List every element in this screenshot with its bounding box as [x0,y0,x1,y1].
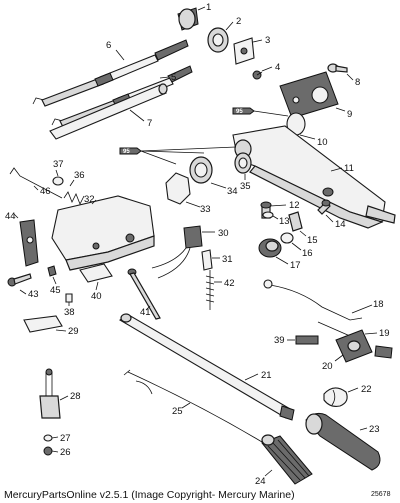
part-28-switch-housing [39,368,61,419]
label-14: 14 [335,219,346,230]
label-42: 42 [224,278,235,289]
label-45: 45 [50,285,61,296]
part-41-long-bolt [127,268,161,320]
lubricant-tag-lower: 95 [119,146,237,165]
label-13: 13 [279,216,290,227]
part-17-knob [258,238,282,258]
label-33: 33 [200,204,211,215]
part-21-shaft [119,313,295,421]
label-41: 41 [140,307,151,318]
part-2-bearing [207,27,229,53]
label-44: 44 [5,211,16,222]
part-46-link-rod [9,167,63,199]
label-15: 15 [307,235,318,246]
label-25: 25 [172,406,183,417]
label-27: 27 [60,433,71,444]
part-42-spring [205,270,215,310]
part-20-switch [335,329,373,363]
part-36-spring [63,191,85,205]
label-30: 30 [218,228,229,239]
part-39-tube [295,335,319,345]
part-16-ring [280,232,294,244]
part-34-bushing [189,156,213,184]
label-7: 7 [147,118,152,129]
label-40: 40 [91,291,102,302]
label-6: 6 [106,40,111,51]
label-24: 24 [255,476,266,487]
part-37-clip [52,176,64,186]
part-38-pin [65,293,73,303]
label-8: 8 [355,77,360,88]
copyright-footer: MercuryPartsOnline v2.5.1 (Image Copyrig… [4,489,295,501]
label-38: 38 [64,307,75,318]
label-4: 4 [275,62,280,73]
part-8-bolt [327,63,348,73]
label-5: 5 [171,72,176,83]
part-14-bolt [317,199,331,215]
part-22-grommet [323,387,348,407]
lubricant-tag-lower-text: 95 [123,149,130,155]
label-1: 1 [206,2,211,13]
label-9: 9 [347,109,352,120]
label-36: 36 [74,170,85,181]
part-24-throttle-grip [261,434,313,485]
label-39: 39 [274,335,285,346]
label-43: 43 [28,289,39,300]
part-1-collar [177,7,199,31]
label-11: 11 [344,163,354,174]
part-11-tiller-arm [232,125,396,229]
part-40-plate [79,263,113,283]
part-25-cable [123,369,263,443]
part-27-washer [43,434,53,442]
label-16: 16 [302,248,313,259]
part-13-washer [262,211,274,219]
label-21: 21 [261,370,272,381]
label-20: 20 [322,361,333,372]
label-23: 23 [369,424,380,435]
label-31: 31 [222,254,233,265]
part-29-bracket [23,315,63,333]
lubricant-tag-upper: 95 [232,107,289,117]
part-26-nut [43,446,53,456]
label-26: 26 [60,447,71,458]
part-7-rod [49,83,168,140]
label-10: 10 [317,137,328,148]
part-33-gasket [165,172,191,205]
label-19: 19 [379,328,390,339]
label-22: 22 [361,384,372,395]
label-12: 12 [289,200,300,211]
label-29: 29 [68,326,79,337]
part-43-bolt [7,273,32,287]
part-45-pin [47,265,57,277]
lubricant-tag-upper-text: 95 [236,109,243,115]
label-3: 3 [265,35,270,46]
part-18-wire-harness [263,279,363,321]
label-34: 34 [227,186,238,197]
part-19-lanyard [317,321,393,359]
part-32-swivel-bracket [51,195,155,271]
part-23-grip [305,412,381,471]
part-35-bearing [234,152,252,174]
label-37: 37 [53,159,64,170]
part-31-clip [201,249,213,271]
part-9-cover [279,71,339,119]
part-4-screw [252,70,263,80]
label-17: 17 [290,260,301,271]
part-44-lever [19,219,39,267]
label-35: 35 [240,181,251,192]
drawing-number: 25678 [371,491,391,498]
label-32: 32 [84,194,95,205]
label-18: 18 [373,299,384,310]
label-28: 28 [70,391,81,402]
part-30-switch-body [151,225,203,279]
part-15-bracket [288,211,303,232]
label-2: 2 [236,16,241,27]
label-46: 46 [40,186,51,197]
part-6-strut-upper [32,39,189,107]
part-3-plate [233,37,255,65]
